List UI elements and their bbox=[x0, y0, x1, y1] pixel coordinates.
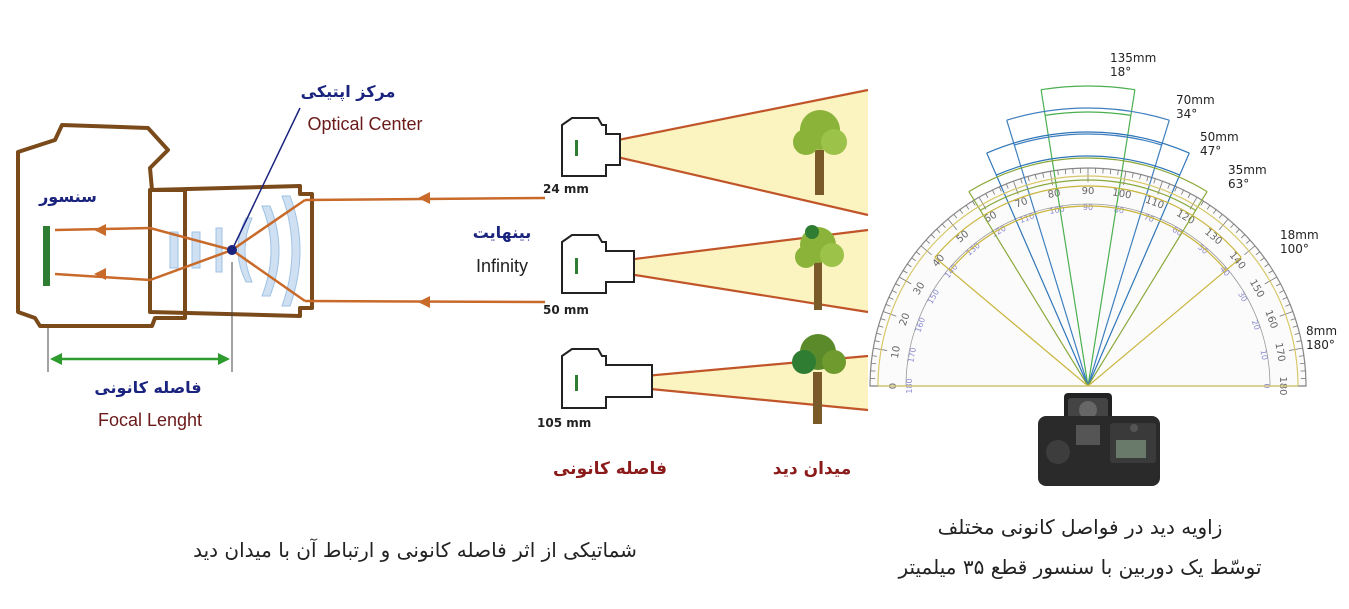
field-of-view-heading: میدان دید bbox=[773, 459, 851, 479]
lens-focal-label: 18mm bbox=[1280, 228, 1319, 242]
camera-icon bbox=[562, 118, 620, 176]
focal-label-24: 24 mm bbox=[543, 182, 589, 196]
focal-arrowhead-right bbox=[218, 353, 230, 365]
lens-angle-label: 18° bbox=[1110, 65, 1131, 79]
sensor-plate bbox=[43, 226, 50, 286]
camera-icon bbox=[562, 235, 634, 293]
lens-angle-label: 100° bbox=[1280, 242, 1309, 256]
sensor-label: سنسور bbox=[38, 187, 97, 206]
lens-focal-label: 35mm bbox=[1228, 163, 1267, 177]
lens-focal-label: 50mm bbox=[1200, 130, 1239, 144]
caption-right-line1: زاویه دید در فواصل کانونی مختلف bbox=[850, 510, 1310, 544]
focal-length-heading: فاصله کانونی bbox=[553, 459, 667, 479]
ray-arrowheads bbox=[94, 192, 430, 308]
fov-row-24: 24 mm bbox=[543, 90, 868, 215]
protractor-inner-number: 90 bbox=[1083, 203, 1093, 212]
protractor-body bbox=[870, 168, 1306, 386]
fov-row-50: 50 mm bbox=[543, 225, 868, 317]
fov-wedge bbox=[578, 90, 868, 215]
lens-angle-label: 47° bbox=[1200, 144, 1221, 158]
protractor-diagram: 0102030405060708090100110120130140150160… bbox=[870, 51, 1337, 486]
lens-focal-label: 70mm bbox=[1176, 93, 1215, 107]
protractor-inner-number: 10 bbox=[1258, 349, 1269, 361]
fov-comparison: 24 mm 50 mm bbox=[537, 90, 868, 479]
optical-center-pointer bbox=[232, 108, 300, 250]
lens-angle-label: 63° bbox=[1228, 177, 1249, 191]
infinity-label-fa: بینهایت bbox=[473, 223, 532, 242]
camera-schematic: سنسور مرکز اپتیکی Optical Center بینهایت… bbox=[18, 82, 545, 430]
optical-center-label-fa: مرکز اپتیکی bbox=[301, 82, 396, 102]
protractor-outer-number: 10 bbox=[890, 345, 903, 359]
lens-angle-label: 180° bbox=[1306, 338, 1335, 352]
lens-focal-label: 135mm bbox=[1110, 51, 1156, 65]
focal-label-105: 105 mm bbox=[537, 416, 591, 430]
protractor-tick bbox=[871, 363, 876, 364]
dslr-camera-icon bbox=[1038, 393, 1160, 486]
lens-focal-label: 8mm bbox=[1306, 324, 1337, 338]
focal-arrowhead-left bbox=[50, 353, 62, 365]
caption-left: شماتیکی از اثر فاصله کانونی و ارتباط آن … bbox=[100, 533, 730, 567]
sensor-mark bbox=[575, 375, 578, 391]
protractor-tick bbox=[1065, 169, 1066, 174]
protractor-tick bbox=[1300, 363, 1305, 364]
fov-row-105: 105 mm bbox=[537, 334, 868, 430]
focal-length-label-en: Focal Lenght bbox=[98, 410, 202, 430]
protractor-outer-number: 90 bbox=[1082, 186, 1095, 197]
protractor-tick bbox=[1110, 169, 1111, 174]
optical-center-label-en: Optical Center bbox=[307, 114, 422, 134]
camera-body-outline bbox=[18, 125, 185, 326]
infinity-label-en: Infinity bbox=[476, 256, 528, 276]
sensor-mark bbox=[575, 258, 578, 274]
sensor-mark bbox=[575, 140, 578, 156]
focal-length-label-fa: فاصله کانونی bbox=[94, 378, 201, 397]
lens-angle-label: 34° bbox=[1176, 107, 1197, 121]
focal-label-50: 50 mm bbox=[543, 303, 589, 317]
caption-right-line2: توسّط یک دوربین با سنسور قطع ۳۵ میلمیتر bbox=[830, 550, 1330, 584]
